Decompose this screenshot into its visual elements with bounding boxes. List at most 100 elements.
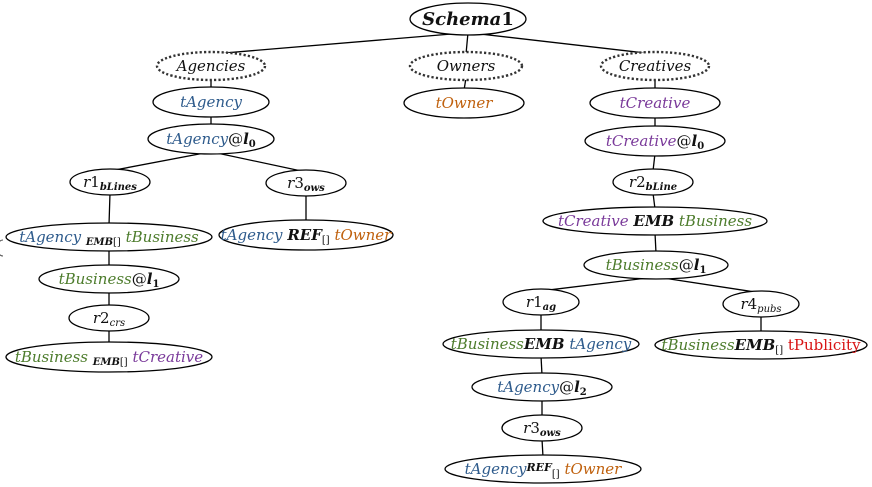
node-emb_agency_business-part-0: tAgency [19,228,86,246]
node-r4_pubs-part-2: pubs [757,303,781,314]
node-r4_pubs-ellipse [722,290,800,318]
node-towner-part-0: tOwner [436,94,494,112]
node-tagency-part-0: tAgency [180,93,242,111]
node-r2_crs: r2crs [68,304,150,332]
node-ref_agency_owner-part-3: tOwner [330,226,392,244]
node-creatives-label: Creatives [619,57,692,75]
node-schema-part-1: 1 [501,9,514,30]
node-ref_agency_owner: tAgency REF[] tOwner [218,219,394,251]
node-tbusiness_l1_a-part-3: 1 [152,278,159,289]
node-towner-ellipse [403,87,525,119]
node-ref_agency_owner_b-ellipse [444,454,642,484]
node-ref_agency_owner-part-1: REF [286,226,323,244]
node-creatives: Creatives [599,50,711,82]
node-tagency_l0-part-1: @ [228,130,243,148]
node-tbusiness_l1_b-part-0: tBusiness [606,256,679,274]
node-r1_ag-part-2: ag [543,301,556,312]
node-r3_ows_b-label: r3ows [523,419,561,439]
node-tagency_l2-part-0: tAgency [497,378,559,396]
left-edge-fragment [0,239,4,257]
node-emb_business_creative-part-1: EMB [92,356,120,367]
node-r1_blines-part-2: bLines [100,181,137,192]
node-r2_bline-part-1: 2 [636,173,646,191]
node-towner: tOwner [403,87,525,119]
node-tcreative: tCreative [589,87,721,119]
node-emb_business_publicity-part-3: tPublicity [783,336,861,354]
node-emb_creative_business-ellipse [542,206,768,236]
edge-tagency_l0-to-r1_blines [109,151,212,172]
node-owners: Owners [408,50,524,82]
node-tagency_l2-part-2: l [574,378,580,396]
node-tbusiness_l1_b-part-2: l [694,256,700,274]
node-owners-ellipse [408,50,524,82]
node-ref_agency_owner_b-part-3: tOwner [560,460,622,478]
node-emb_business_creative-ellipse [5,341,213,373]
node-emb_business_creative-part-2: [] [120,356,128,367]
node-r3_ows_b-part-1: 3 [530,419,540,437]
node-r2_bline-label: r2bLine [629,173,677,193]
node-r3_ows_a-part-1: 3 [294,174,304,192]
node-owners-label: Owners [437,57,496,75]
node-r3_ows_b-part-0: r [523,419,531,437]
node-r1_ag-label: r1ag [526,293,556,313]
node-creatives-ellipse [599,50,711,82]
node-agencies: Agencies [155,50,267,82]
node-tagency_l2-ellipse [471,372,613,402]
node-tagency-ellipse [152,86,270,118]
node-r1_blines-ellipse [69,168,151,196]
node-r2_crs-label: r2crs [93,309,125,329]
node-ref_agency_owner_b-part-1: REF [526,461,554,474]
node-tagency_l0: tAgency@l0 [147,123,275,155]
node-tbusiness_l1_b-part-1: @ [679,256,694,274]
node-ref_agency_owner_b-label: tAgencyREF[] tOwner [465,460,623,480]
node-emb_creative_business-part-1: EMB [632,212,674,230]
node-tagency_l0-part-0: tAgency [166,130,228,148]
node-tagency_l2: tAgency@l2 [471,372,613,402]
node-emb_business_agency-part-2: tAgency [565,335,632,353]
node-r4_pubs-part-1: 4 [748,295,758,313]
node-r4_pubs-part-0: r [740,295,748,313]
node-tagency_l2-label: tAgency@l2 [497,378,587,398]
node-schema-ellipse [409,2,527,36]
node-tcreative_l0-ellipse [584,125,726,157]
edge-tagency_l0-to-r3_ows_a [210,151,307,173]
node-tbusiness_l1_a-part-0: tBusiness [59,270,132,288]
node-emb_business_publicity-part-1: EMB [734,336,776,354]
node-r3_ows_a-part-2: ows [304,182,325,193]
node-ref_agency_owner-part-0: tAgency [221,226,288,244]
node-tcreative-part-0: tCreative [620,94,691,112]
node-r3_ows_b-ellipse [501,414,583,442]
node-emb_agency_business-label: tAgency EMB[] tBusiness [19,228,199,248]
edge-tbusiness_l1_b-to-r1_ag [540,276,657,292]
node-tcreative-ellipse [589,87,721,119]
edge-tbusiness_l1_b-to-r4_pubs [655,276,762,294]
node-tbusiness_l1_b-label: tBusiness@l1 [606,256,707,276]
node-tcreative_l0-part-3: 0 [697,140,704,151]
node-r1_ag-part-1: 1 [533,293,543,311]
node-tagency_l2-part-3: 2 [580,386,587,397]
node-r1_ag-ellipse [502,288,580,316]
node-emb_business_agency: tBusinessEMB tAgency [442,329,640,359]
node-emb_business_publicity: tBusinessEMB[] tPublicity [654,330,868,360]
node-emb_business_publicity-ellipse [654,330,868,360]
node-schema: Schema1 [409,2,527,36]
node-tcreative_l0: tCreative@l0 [584,125,726,157]
node-r1_blines: r1bLines [69,168,151,196]
node-tagency-label: tAgency [180,93,242,111]
edge-emb_business_agency-to-tagency_l2 [540,355,543,376]
node-r3_ows_b: r3ows [501,414,583,442]
node-r1_ag-part-0: r [526,293,534,311]
node-tcreative_l0-part-2: l [692,132,698,150]
node-r2_bline-part-2: bLine [646,181,677,192]
node-tbusiness_l1_a: tBusiness@l1 [38,264,180,294]
node-emb_business_publicity-part-0: tBusiness [661,336,734,354]
node-emb_business_creative-label: tBusiness EMB[] tCreative [15,348,203,368]
node-emb_business_publicity-label: tBusinessEMB[] tPublicity [661,336,861,356]
node-schema-label: Schema1 [422,9,514,30]
node-ref_agency_owner_b: tAgencyREF[] tOwner [444,454,642,484]
node-emb_business_creative: tBusiness EMB[] tCreative [5,341,213,373]
node-tagency_l0-part-2: l [243,130,249,148]
node-r3_ows_a-part-0: r [287,174,295,192]
node-tagency_l0-label: tAgency@l0 [166,130,256,150]
